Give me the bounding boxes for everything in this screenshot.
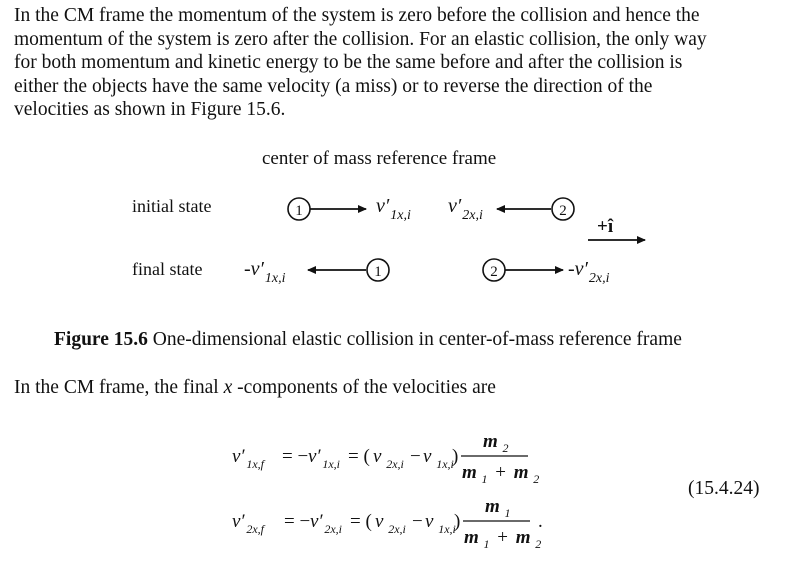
- v1-initial-label: v′ 1x,i: [376, 195, 411, 223]
- object-2-final: 2: [482, 258, 506, 282]
- eq1-vb-main: v: [423, 446, 432, 467]
- eq2-mid-sub: 2x,i: [324, 522, 342, 536]
- eq1-plus: +: [495, 462, 506, 483]
- eq2-den-b-main: m: [516, 527, 531, 548]
- equation-number: (15.4.24): [688, 478, 760, 499]
- object-1-initial: 1: [287, 197, 311, 221]
- eq1-va-sub: 2x,i: [386, 457, 404, 471]
- paragraph-line: In the CM frame the momentum of the syst…: [14, 5, 700, 26]
- eq1-denominator: m 1 + m 2: [462, 462, 539, 488]
- initial-state-label: initial state: [132, 196, 211, 216]
- eq1-den-a-main: m: [462, 462, 477, 483]
- eq2-den-b-sub: 2: [535, 537, 541, 551]
- v2-initial-label: v′ 2x,i: [448, 195, 483, 223]
- eq1-den-b-sub: 2: [533, 472, 539, 486]
- equation-1: v′ 1x,f = − v′ 1x,i = ( v 2x,i − v 1x,i …: [232, 431, 539, 488]
- v1-initial-sub: 1x,i: [390, 208, 411, 223]
- eq2-va-sub: 2x,i: [388, 522, 406, 536]
- figure-title: center of mass reference frame: [262, 148, 496, 169]
- eq1-va-main: v: [373, 446, 382, 467]
- eq2-den-a-main: m: [464, 527, 479, 548]
- eq1-minus: −: [410, 446, 421, 467]
- eq2-vb-main: v: [425, 511, 434, 532]
- eq2-mid: v′ 2x,i: [310, 511, 342, 536]
- intro-sentence-after: -components of the velocities are: [232, 377, 496, 398]
- eq1-numerator: m 2: [483, 431, 509, 455]
- v2-initial-sub: 2x,i: [462, 208, 483, 223]
- eq1-equals-neg: = −: [282, 446, 308, 467]
- paragraph-line: either the objects have the same velocit…: [14, 75, 653, 97]
- object-2-label: 2: [559, 203, 567, 219]
- collision-diagram: center of mass reference frame initial s…: [132, 148, 646, 286]
- eq2-va: v 2x,i: [375, 511, 406, 536]
- intro-sentence-variable: x: [223, 377, 233, 398]
- eq2-num-main: m: [485, 496, 500, 517]
- eq1-num-sub: 2: [503, 441, 509, 455]
- eq2-equals-neg: = −: [284, 511, 310, 532]
- eq2-minus: −: [412, 511, 423, 532]
- eq1-lhs-sub: 1x,f: [246, 457, 265, 471]
- eq2-numerator: m 1: [485, 496, 511, 520]
- v1-final-main: -v′: [244, 258, 265, 280]
- final-state-label: final state: [132, 259, 202, 279]
- paragraph-line: for both momentum and kinetic energy to …: [14, 52, 683, 73]
- object-1-label: 1: [295, 203, 303, 219]
- unit-vector-label: +î: [597, 216, 614, 237]
- eq1-mid-sub: 1x,i: [322, 457, 340, 471]
- object-2-initial: 2: [551, 197, 575, 221]
- eq2-equals-paren: = (: [350, 511, 372, 532]
- eq2-mid-main: v′: [310, 511, 323, 532]
- v2-final-label: -v′ 2x,i: [568, 258, 610, 286]
- equation-block: v′ 1x,f = − v′ 1x,i = ( v 2x,i − v 1x,i …: [232, 431, 543, 553]
- eq1-den-a-sub: 1: [482, 472, 488, 486]
- eq1-lhs: v′ 1x,f: [232, 446, 266, 471]
- object-1-final: 1: [366, 258, 390, 282]
- eq1-va: v 2x,i: [373, 446, 404, 471]
- eq1-vb: v 1x,i: [423, 446, 454, 471]
- eq1-lhs-main: v′: [232, 446, 245, 467]
- v1-initial-main: v′: [376, 195, 390, 217]
- intro-sentence-before: In the CM frame, the final: [14, 377, 224, 398]
- eq1-vb-sub: 1x,i: [436, 457, 454, 471]
- eq2-lhs-sub: 2x,f: [246, 522, 265, 536]
- object-1-label: 1: [374, 264, 382, 280]
- eq2-den-a-sub: 1: [484, 537, 490, 551]
- v2-final-sub: 2x,i: [589, 271, 610, 286]
- figure-caption-text: One-dimensional elastic collision in cen…: [147, 329, 682, 350]
- eq2-lhs-main: v′: [232, 511, 245, 532]
- eq1-mid-main: v′: [308, 446, 321, 467]
- eq2-num-sub: 1: [505, 506, 511, 520]
- eq2-close-paren: ): [454, 511, 460, 532]
- equation-2: v′ 2x,f = − v′ 2x,i = ( v 2x,i − v 1x,i …: [232, 496, 543, 553]
- paragraph-line: momentum of the system is zero after the…: [14, 28, 707, 50]
- body-paragraph: In the CM frame the momentum of the syst…: [14, 4, 774, 122]
- eq1-close-paren: ): [452, 446, 458, 467]
- eq1-den-b-main: m: [514, 462, 529, 483]
- paragraph-line: velocities as shown in Figure 15.6.: [14, 99, 286, 120]
- v2-initial-main: v′: [448, 195, 462, 217]
- eq2-plus: +: [497, 527, 508, 548]
- eq2-denominator: m 1 + m 2: [464, 527, 541, 553]
- figure-caption: Figure 15.6 One-dimensional elastic coll…: [54, 329, 682, 351]
- eq2-lhs: v′ 2x,f: [232, 511, 266, 536]
- eq1-num-main: m: [483, 431, 498, 452]
- v2-final-main: -v′: [568, 258, 589, 280]
- eq2-va-main: v: [375, 511, 384, 532]
- eq2-period: .: [538, 511, 543, 532]
- object-2-label: 2: [490, 264, 498, 280]
- figure-caption-label: Figure 15.6: [54, 329, 148, 350]
- eq2-vb-sub: 1x,i: [438, 522, 456, 536]
- intro-sentence: In the CM frame, the final x -components…: [14, 377, 496, 399]
- eq2-vb: v 1x,i: [425, 511, 456, 536]
- eq1-mid: v′ 1x,i: [308, 446, 340, 471]
- v1-final-sub: 1x,i: [265, 271, 286, 286]
- eq1-equals-paren: = (: [348, 446, 370, 467]
- v1-final-label: -v′ 1x,i: [244, 258, 286, 286]
